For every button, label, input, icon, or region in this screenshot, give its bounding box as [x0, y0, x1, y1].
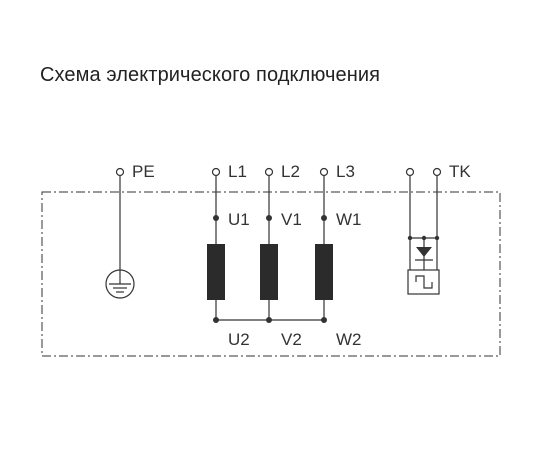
thermal-contact: [405, 167, 442, 295]
winding-v: [260, 244, 278, 300]
label-w1: W1: [336, 210, 362, 229]
pe-terminal: [115, 167, 125, 177]
label-l3: L3: [336, 162, 355, 181]
u1-node: [213, 215, 219, 221]
tk-terminal-left: [405, 167, 415, 177]
diagram-title: Схема электрического подключения: [40, 64, 381, 86]
tk-terminal-right: [432, 167, 442, 177]
label-u1: U1: [228, 210, 250, 229]
l3-terminal: [319, 167, 329, 177]
w1-node: [321, 215, 327, 221]
label-v1: V1: [281, 210, 302, 229]
thermal-arrow-icon: [416, 247, 432, 257]
label-u2: U2: [228, 330, 250, 349]
winding-u: [207, 244, 225, 300]
winding-w: [315, 244, 333, 300]
ground-icon: [105, 269, 135, 299]
v1-node: [266, 215, 272, 221]
phase-w: [315, 167, 333, 323]
label-l2: L2: [281, 162, 300, 181]
motor-enclosure-border: [41, 191, 501, 357]
l1-terminal: [211, 167, 221, 177]
pe-circuit: [105, 167, 135, 299]
phase-v: [260, 167, 278, 323]
l2-terminal: [264, 167, 274, 177]
label-pe: PE: [132, 162, 155, 181]
label-w2: W2: [336, 330, 362, 349]
label-tk: TK: [449, 162, 471, 181]
label-l1: L1: [228, 162, 247, 181]
label-v2: V2: [281, 330, 302, 349]
phase-u: [207, 167, 225, 323]
